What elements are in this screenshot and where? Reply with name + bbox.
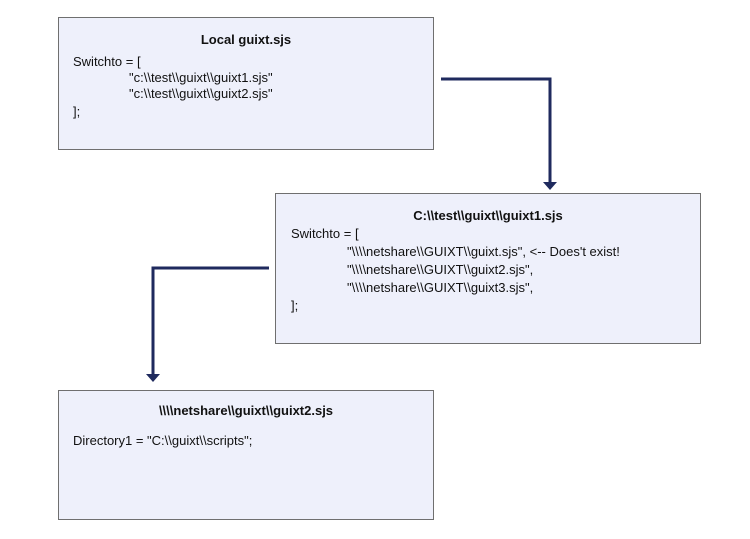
code-line: "c:\\test\\guixt\\guixt2.sjs" (129, 86, 273, 101)
box-title: C:\\test\\guixt\\guixt1.sjs (413, 208, 563, 223)
code-line: Directory1 = "C:\\guixt\\scripts"; (73, 433, 253, 448)
local-guixt-box: Local guixt.sjs Switchto = [ "c:\\test\\… (58, 17, 434, 150)
code-line: ]; (291, 298, 299, 313)
code-line: "c:\\test\\guixt\\guixt1.sjs" (129, 70, 273, 85)
guixt1-box: C:\\test\\guixt\\guixt1.sjs Switchto = [… (275, 193, 701, 344)
code-line: Switchto = [ (73, 54, 141, 69)
guixt2-box: \\\\netshare\\guixt\\guixt2.sjs Director… (58, 390, 434, 520)
arrowhead-box3 (146, 374, 160, 382)
code-line: Switchto = [ (291, 226, 359, 241)
arrowhead-box2 (543, 182, 557, 190)
box-title: \\\\netshare\\guixt\\guixt2.sjs (158, 403, 334, 418)
code-line: "\\\\netshare\\GUIXT\\guixt2.sjs", (347, 262, 534, 277)
code-line: ]; (73, 104, 81, 119)
box-title: Local guixt.sjs (200, 32, 292, 47)
code-line: "\\\\netshare\\GUIXT\\guixt.sjs", <-- Do… (347, 244, 620, 259)
code-line: "\\\\netshare\\GUIXT\\guixt3.sjs", (347, 280, 534, 295)
connector-box2-to-box3 (151, 266, 269, 376)
connector-box1-to-box2 (441, 77, 552, 186)
